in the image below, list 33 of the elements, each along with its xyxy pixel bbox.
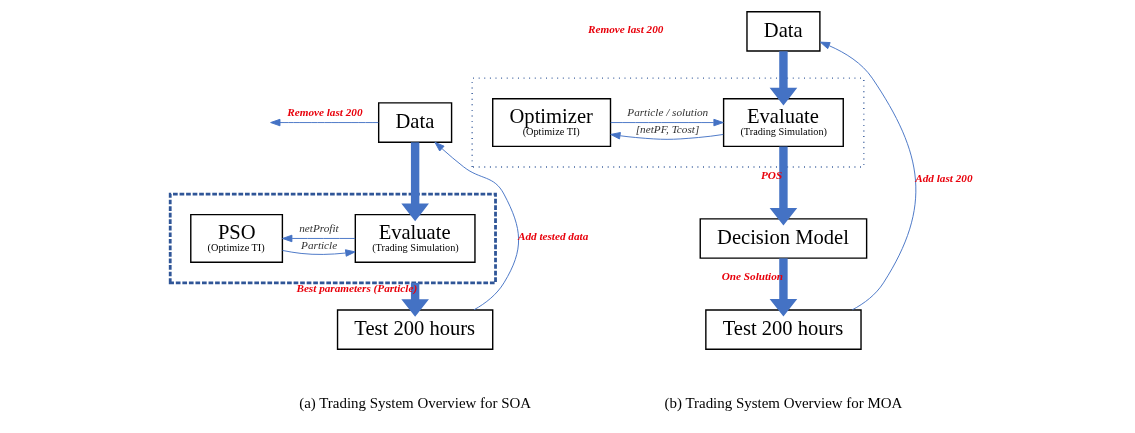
edge-label: Particle / solution bbox=[627, 105, 709, 118]
edge-label: netProfit bbox=[299, 221, 339, 234]
label: Remove last 200 bbox=[588, 23, 664, 36]
arrow bbox=[769, 51, 798, 106]
node-box: Evaluate (Trading Simulation) bbox=[354, 213, 476, 263]
arrow bbox=[819, 41, 917, 311]
node-box: Test 200 hours bbox=[705, 309, 862, 350]
cluster bbox=[168, 192, 497, 285]
label: (b) Trading System Overview for MOA bbox=[664, 394, 903, 411]
arrow bbox=[769, 258, 798, 317]
node-box: Data bbox=[746, 11, 821, 52]
edge-label: [netPF, Tcost] bbox=[635, 123, 700, 136]
arrow bbox=[610, 132, 724, 140]
node-box: Decision Model bbox=[699, 218, 868, 259]
arrow bbox=[282, 249, 356, 257]
arrow bbox=[610, 118, 724, 127]
edge-label: Particle bbox=[301, 239, 338, 252]
cluster bbox=[471, 77, 865, 168]
node-box: PSO (Optimize TI) bbox=[190, 213, 284, 263]
arrow bbox=[282, 234, 356, 243]
edge-label: Add last 200 bbox=[915, 172, 973, 185]
arrow bbox=[270, 118, 379, 127]
arrow bbox=[434, 141, 520, 311]
label: (a) Trading System Overview for SOA bbox=[299, 394, 532, 411]
node-box: Test 200 hours bbox=[336, 309, 494, 350]
node-box: Evaluate (Trading Simulation) bbox=[722, 98, 844, 148]
node-box: Data bbox=[377, 102, 453, 143]
arrow bbox=[401, 282, 429, 317]
edge-label: Remove last 200 bbox=[287, 105, 363, 118]
arrow bbox=[401, 142, 429, 222]
arrow bbox=[769, 146, 798, 226]
edge-label: Add tested data bbox=[517, 230, 589, 243]
node-box: Optimizer (Optimize TI) bbox=[492, 98, 612, 148]
